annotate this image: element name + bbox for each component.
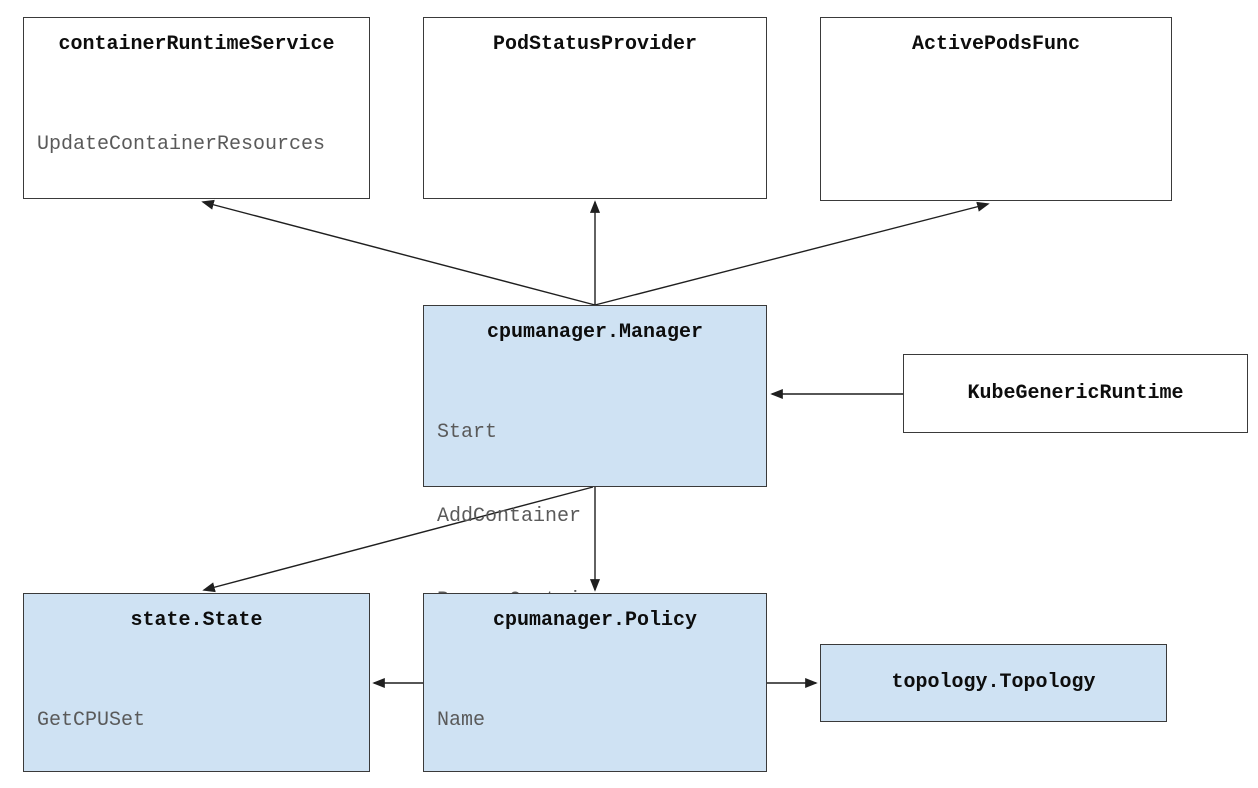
box-title: PodStatusProvider <box>492 33 698 56</box>
method-label: AddContainer <box>437 505 582 528</box>
box-kube-generic-runtime: KubeGenericRuntime <box>903 354 1248 433</box>
box-topology-topology: topology.Topology <box>820 644 1167 722</box>
method-label: Name <box>437 709 486 732</box>
box-active-pods-func: ActivePodsFunc <box>820 17 1172 201</box>
box-title: state.State <box>130 609 263 632</box>
arrow-manager-to-active-pods-func <box>594 201 990 306</box>
method-label: Start <box>437 421 498 444</box>
box-methods: Name AddContainer RemoveContainer <box>424 651 766 788</box>
box-methods: GetCPUSet GetDefaultCPUSet SetCPUSet Set… <box>24 651 369 788</box>
box-title: cpumanager.Manager <box>486 321 704 344</box>
box-pod-status-provider: PodStatusProvider <box>423 17 767 199</box>
box-cpumanager-policy: cpumanager.Policy Name AddContainer Remo… <box>423 593 767 772</box>
box-state-state: state.State GetCPUSet GetDefaultCPUSet S… <box>23 593 370 772</box>
box-cpumanager-manager: cpumanager.Manager Start AddContainer Re… <box>423 305 767 696</box>
box-methods: UpdateContainerResources <box>24 75 369 215</box>
box-title: topology.Topology <box>891 671 1096 694</box>
method-label: GetCPUSet <box>37 709 146 732</box>
arrow-manager-to-container-runtime-service <box>201 199 596 306</box>
method-label: UpdateContainerResources <box>37 133 326 156</box>
box-container-runtime-service: containerRuntimeService UpdateContainerR… <box>23 17 370 199</box>
box-title: KubeGenericRuntime <box>967 381 1184 405</box>
box-title: ActivePodsFunc <box>911 33 1081 56</box>
box-title: cpumanager.Policy <box>492 609 698 632</box>
box-title: containerRuntimeService <box>58 33 335 56</box>
